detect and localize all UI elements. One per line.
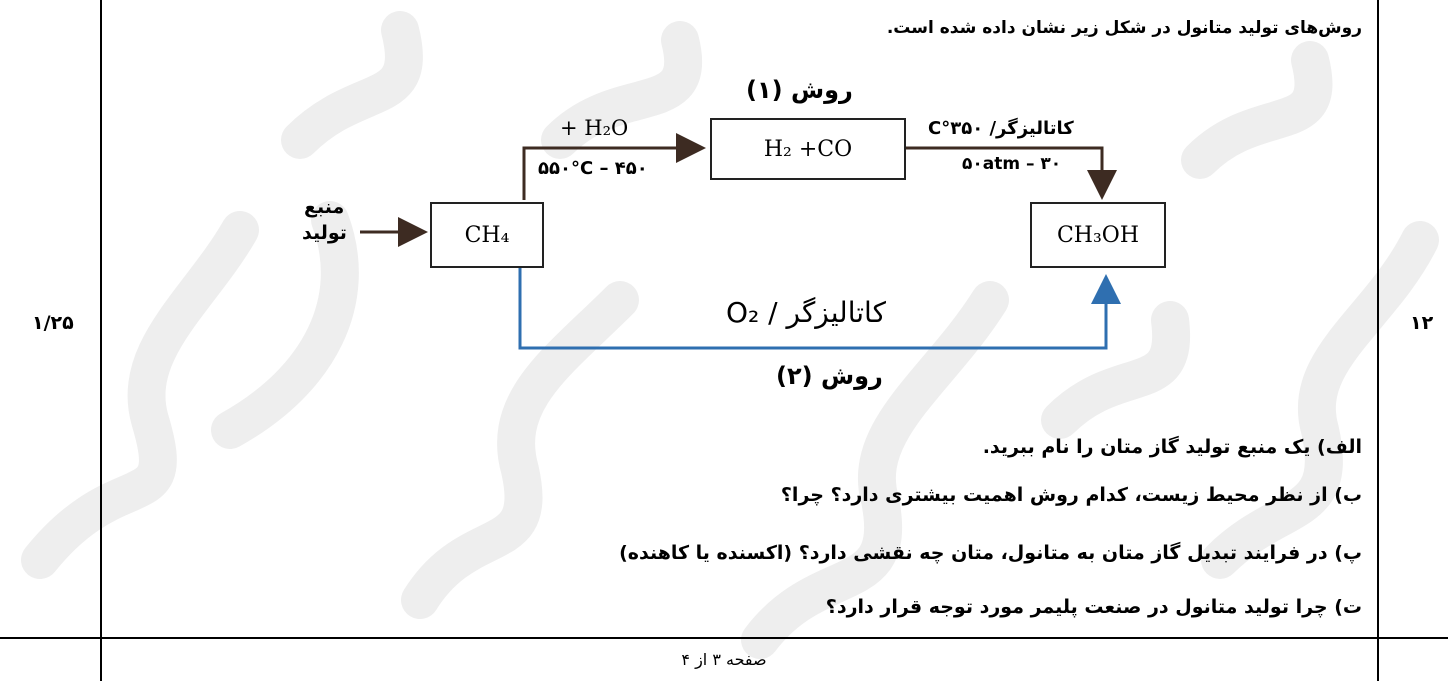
- step1-temperature: ۴۵۰ – ۵۵۰°C: [538, 158, 648, 179]
- question-number: ۱۲: [1410, 312, 1434, 334]
- table-border-left: [100, 0, 102, 681]
- route2-label: کاتالیزگر / O₂: [726, 296, 886, 329]
- step1-reagent: + H₂O: [560, 116, 629, 140]
- intro-text: روش‌های تولید متانول در شکل زیر نشان داد…: [886, 18, 1362, 38]
- page-footer: صفحه ۳ از ۴: [681, 650, 767, 669]
- step2-pressure: ۳۰ – ۵۰atm: [962, 154, 1062, 174]
- question-b-text: ب) از نظر محیط زیست، کدام روش اهمیت بیشت…: [823, 484, 1362, 506]
- method1-title: روش (۱): [746, 76, 853, 104]
- question-a: الف) یک منبع تولید گاز متان را نام ببرید…: [982, 436, 1362, 458]
- question-c-text: پ) در فرایند تبدیل گاز متان به متانول، م…: [792, 542, 1362, 564]
- table-row-divider: [0, 637, 1448, 639]
- route2-arrow: [518, 268, 1121, 350]
- h2-co-box: H₂ +CO: [710, 118, 906, 180]
- question-b: ب) از نظر محیط زیست، کدام روش اهمیت بیشت…: [781, 484, 1362, 506]
- table-border-right: [1377, 0, 1379, 681]
- source-label-line1: منبع: [304, 196, 345, 218]
- question-d: ت) چرا تولید متانول در صنعت پلیمر مورد ت…: [825, 596, 1362, 618]
- score: ۱/۲۵: [32, 312, 74, 334]
- step2-conditions: کاتالیزگر/ ۳۵۰°C: [928, 118, 1074, 139]
- question-c: پ) در فرایند تبدیل گاز متان به متانول، م…: [619, 542, 1362, 564]
- route1-arrow-1: [522, 133, 706, 200]
- ch3oh-box: CH₃OH: [1030, 202, 1166, 268]
- source-label-line2: تولید: [302, 222, 347, 244]
- method2-title: روش (۲): [776, 362, 883, 390]
- route1-arrow-2: [904, 146, 1117, 200]
- question-c-emphasis: (اکسنده یا کاهنده): [619, 542, 793, 564]
- ch4-box: CH₄: [430, 202, 544, 268]
- question-b-emphasis: چرا؟: [780, 484, 824, 506]
